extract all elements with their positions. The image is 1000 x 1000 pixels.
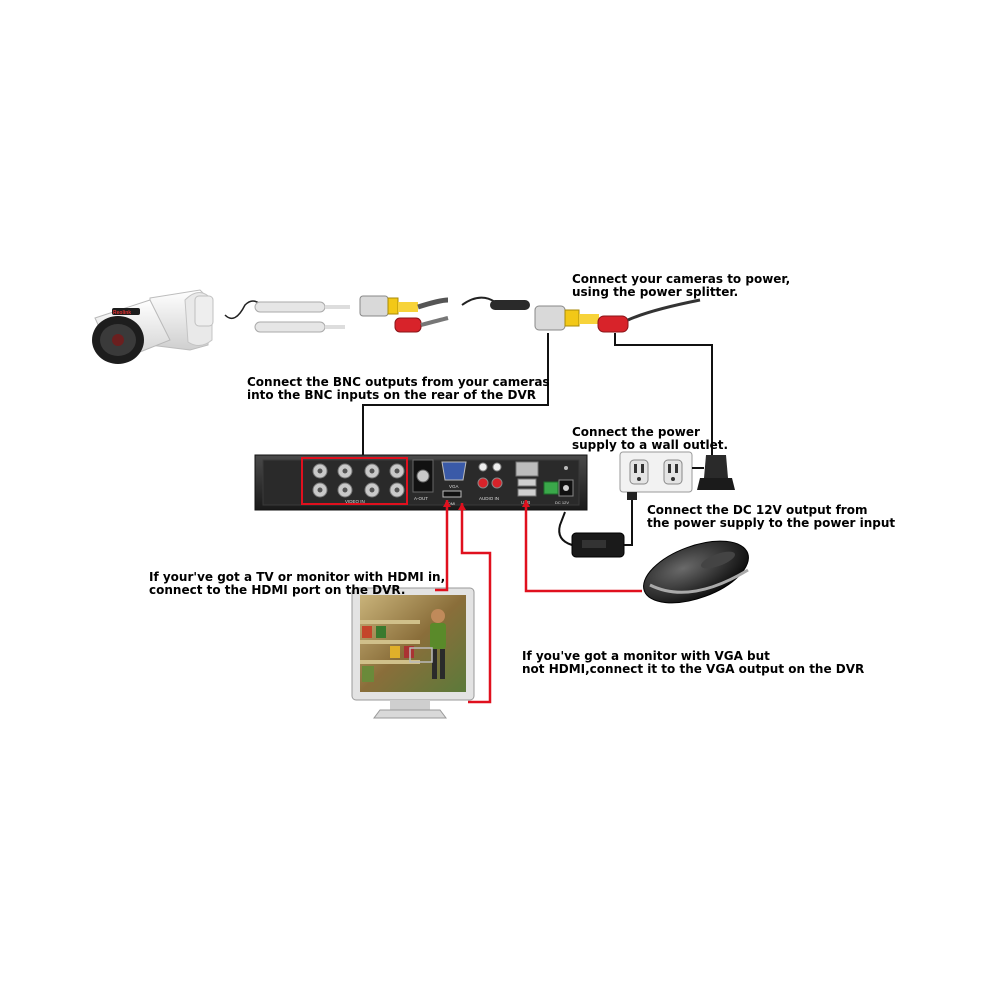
hdmi-port <box>442 490 462 498</box>
camera-cable <box>224 295 449 333</box>
power-supply <box>558 492 637 558</box>
note-bnc: Connect the BNC outputs from your camera… <box>247 376 550 402</box>
note-bnc-line2: into the BNC inputs on the rear of the D… <box>247 388 536 402</box>
label-hdmi: HDMI <box>445 501 455 506</box>
audio-in-ports <box>477 462 503 489</box>
note-camera-power-line2: using the power splitter. <box>572 285 739 299</box>
label-audio-out: A-OUT <box>414 496 428 501</box>
note-bnc-line1: Connect the BNC outputs from your camera… <box>247 375 550 389</box>
camera-brand: Reolink <box>113 310 131 316</box>
red-connection-lines <box>435 500 642 704</box>
screen-shelves <box>360 620 420 682</box>
note-dc-power-line1: Connect the DC 12V output from <box>647 503 868 517</box>
label-vga: VGA <box>449 484 459 489</box>
note-vga: If you've got a monitor with VGA but not… <box>522 650 864 676</box>
note-camera-power: Connect your cameras to power, using the… <box>572 273 790 299</box>
note-dc-power: Connect the DC 12V output from the power… <box>647 504 895 530</box>
usb-mouse <box>643 540 749 604</box>
note-hdmi-line1: If your've got a TV or monitor with HDMI… <box>149 570 446 584</box>
extension-cable <box>461 296 701 333</box>
note-hdmi: If your've got a TV or monitor with HDMI… <box>149 571 445 597</box>
audio-out-port <box>412 459 434 493</box>
note-hdmi-line2: connect to the HDMI port on the DVR. <box>149 583 406 597</box>
bnc-video-inputs <box>301 457 408 505</box>
wall-outlet <box>619 451 693 493</box>
black-guide-lines <box>362 333 713 455</box>
note-vga-line2: not HDMI,connect it to the VGA output on… <box>522 662 865 676</box>
monitor <box>351 587 475 719</box>
note-wall-outlet-line1: Connect the power <box>572 425 700 439</box>
label-audio-in: AUDIO IN <box>479 496 499 501</box>
red-line-arrows <box>443 500 530 510</box>
screen-person <box>409 609 446 679</box>
wall-adapter <box>697 455 735 490</box>
label-dc: DC 12V <box>555 500 569 505</box>
note-wall-outlet-line2: supply to a wall outlet. <box>572 438 729 452</box>
lan-usb-ports <box>515 461 539 497</box>
note-wall-outlet: Connect the power supply to a wall outle… <box>572 426 728 452</box>
note-camera-power-line1: Connect your cameras to power, <box>572 272 791 286</box>
note-vga-line1: If you've got a monitor with VGA but <box>522 649 770 663</box>
vga-port <box>441 461 467 481</box>
note-dc-power-line2: the power supply to the power input <box>647 516 896 530</box>
dc-power-input <box>543 466 574 497</box>
label-video-in: VIDEO IN <box>345 499 365 504</box>
bullet-camera <box>92 289 214 364</box>
